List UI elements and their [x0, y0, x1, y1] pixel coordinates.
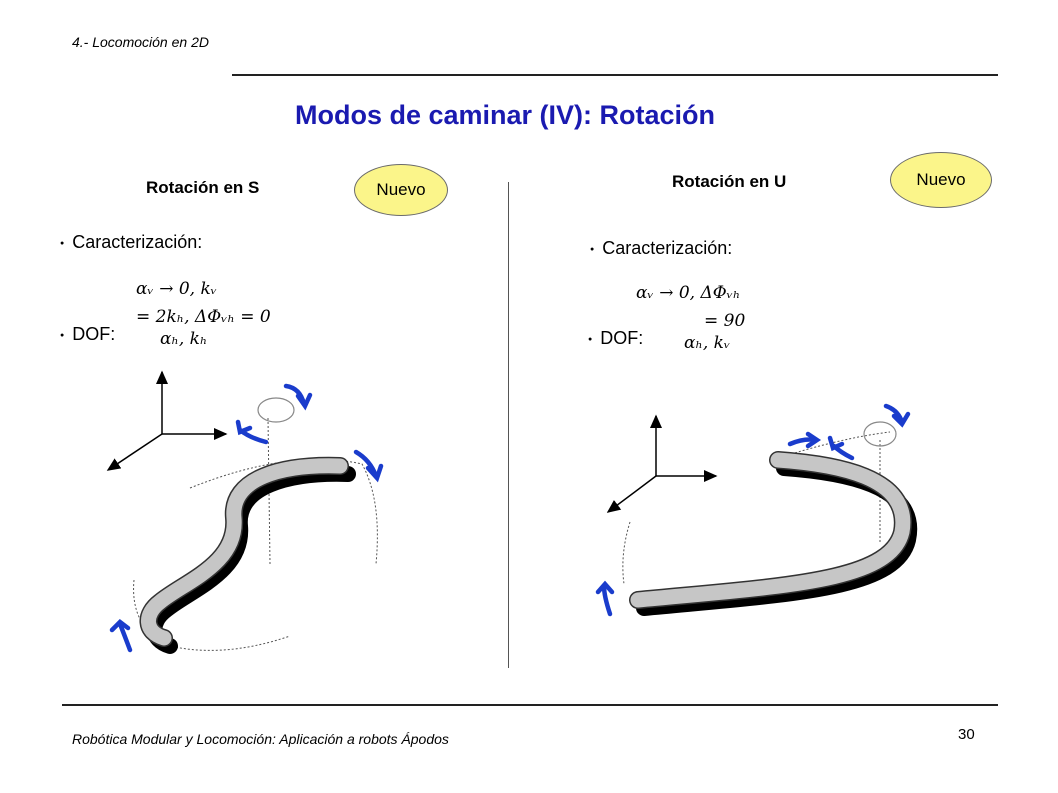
s-rotation-arrows: [109, 383, 384, 653]
u-rotation-figure: [595, 403, 918, 617]
left-bullet-dof: DOF:: [60, 324, 115, 345]
right-bullet-characterization: Caracterización:: [590, 238, 732, 259]
u-rotation-circle: [863, 421, 897, 447]
u-rotation-arrows: [595, 403, 911, 617]
column-divider: [508, 182, 509, 668]
s-rotation-circle: [257, 397, 295, 423]
s-axes: [106, 370, 228, 471]
right-new-badge: Nuevo: [890, 152, 992, 208]
u-axes: [606, 414, 718, 513]
right-formula-line2: = 90: [704, 311, 746, 331]
left-dof-value: αₕ, kₕ: [160, 329, 208, 349]
header-rule: [232, 74, 998, 76]
right-bullet-dof: DOF:: [588, 328, 643, 349]
footer-text: Robótica Modular y Locomoción: Aplicació…: [72, 731, 449, 747]
u-robot-body: [630, 452, 911, 608]
left-formula-line2: = 2kₕ, ΔΦᵥₕ = 0: [136, 307, 271, 327]
right-formula-line1: αᵥ → 0, ΔΦᵥₕ: [636, 283, 741, 303]
left-new-badge-label: Nuevo: [376, 180, 426, 199]
footer-rule: [62, 704, 998, 706]
left-new-badge: Nuevo: [354, 164, 448, 216]
right-dof-value: αₕ, kᵥ: [684, 333, 731, 353]
right-new-badge-label: Nuevo: [916, 170, 966, 189]
s-robot-shadow: [146, 465, 356, 654]
slide-title: Modos de caminar (IV): Rotación: [294, 100, 716, 130]
right-heading: Rotación en U: [672, 172, 787, 191]
left-formula-line1: αᵥ → 0, kᵥ: [136, 279, 218, 299]
s-rotation-figure: [106, 370, 384, 654]
left-bullet-characterization: Caracterización:: [60, 232, 202, 253]
page-number: 30: [958, 726, 975, 743]
section-label: 4.- Locomoción en 2D: [72, 34, 209, 50]
left-heading: Rotación en S: [146, 178, 260, 197]
s-robot-body: [141, 458, 348, 646]
